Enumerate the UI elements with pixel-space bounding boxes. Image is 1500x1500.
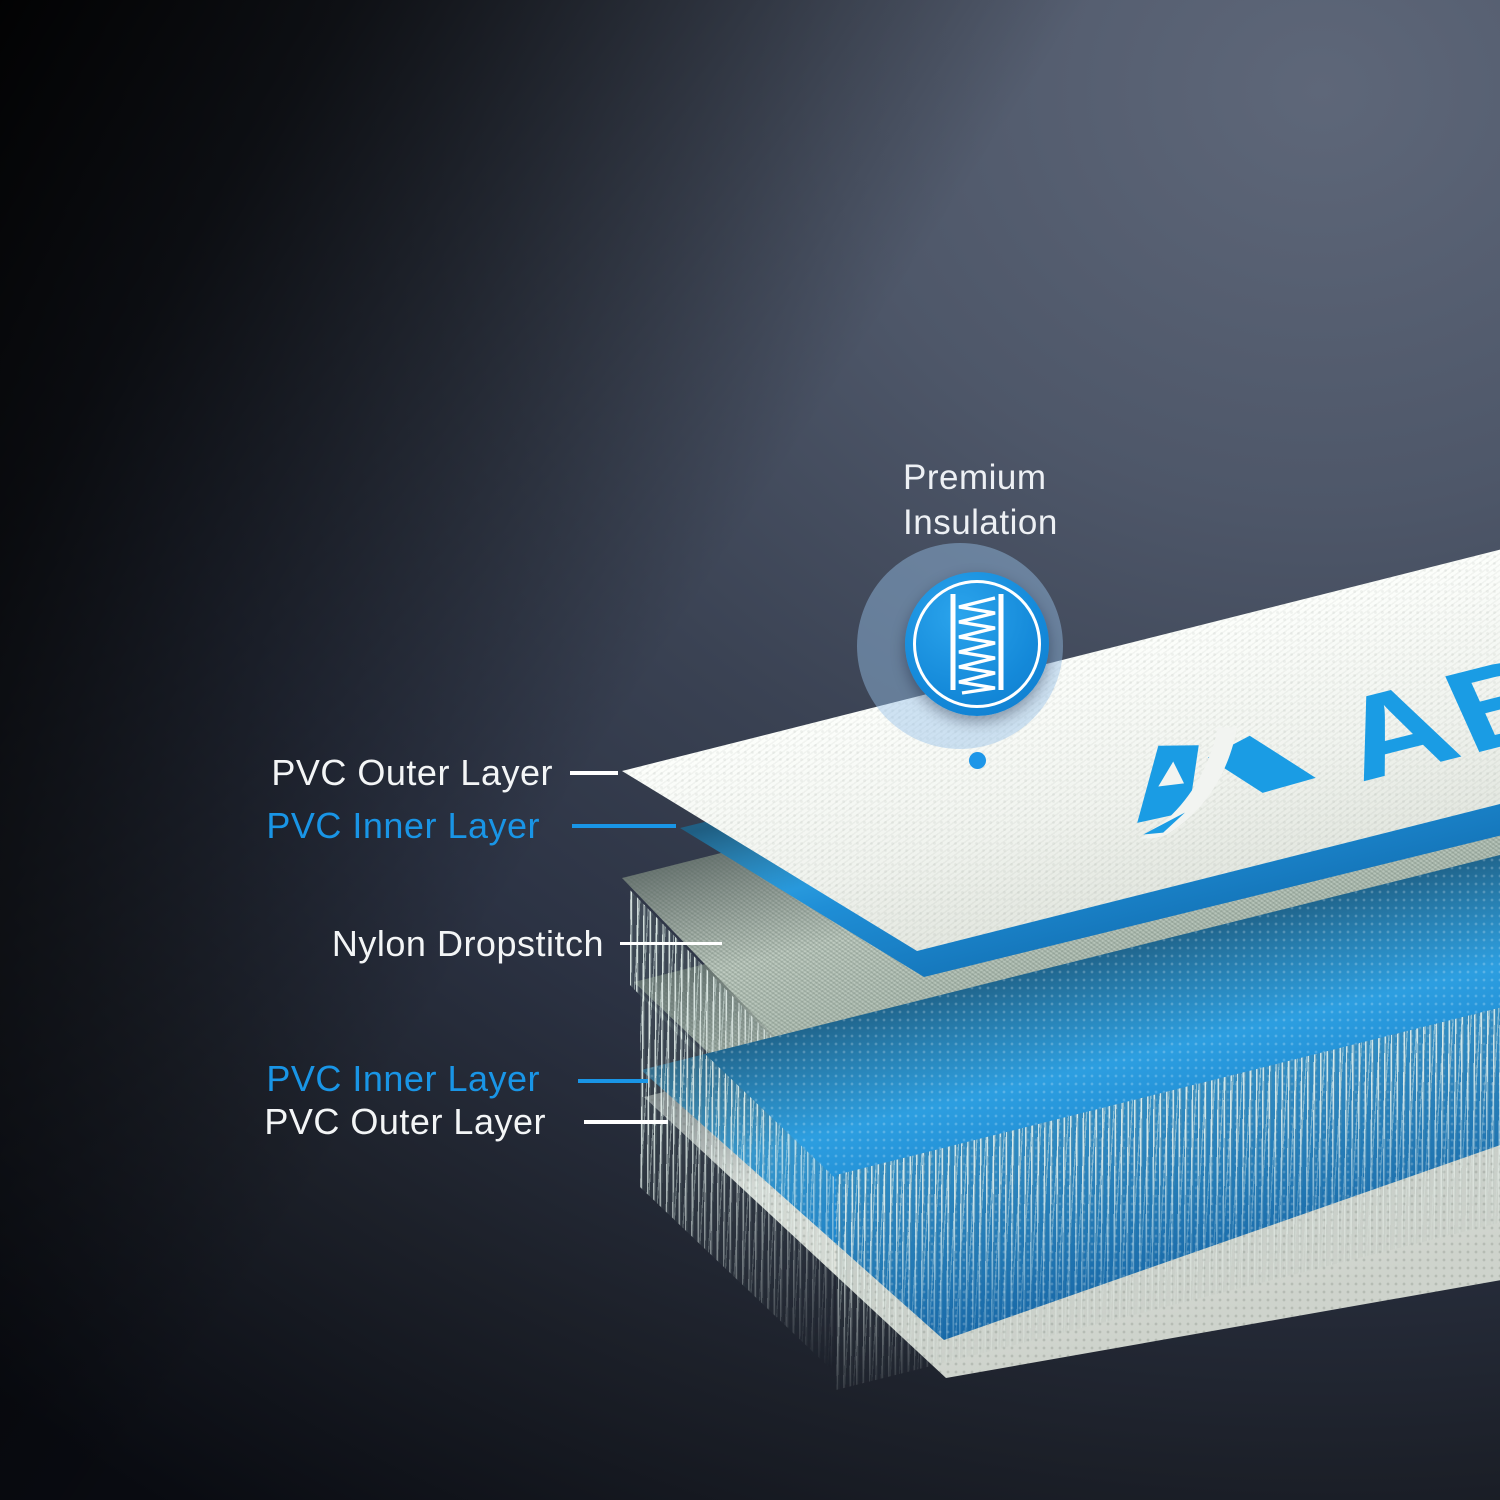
label-pvc-inner-layer-top: PVC Inner Layer — [266, 805, 540, 846]
premium-insulation-caption: Premium Insulation — [903, 455, 1058, 545]
label-nylon-dropstitch: Nylon Dropstitch — [331, 923, 604, 964]
leader-line-bottom-inner — [578, 1079, 648, 1083]
label-pvc-inner-layer-bottom: PVC Inner Layer — [266, 1058, 540, 1099]
insulation-badge — [905, 572, 1049, 716]
brand-logo-text: AB — [1296, 631, 1500, 803]
label-pvc-outer-layer-bottom: PVC Outer Layer — [264, 1101, 546, 1142]
label-pvc-outer-layer-top: PVC Outer Layer — [271, 752, 553, 793]
insulation-badge-ring — [913, 580, 1041, 708]
leader-line-core — [620, 942, 722, 945]
premium-caption-line1: Premium — [903, 458, 1047, 497]
leader-line-top-outer — [570, 771, 618, 775]
leader-line-bottom-outer — [584, 1120, 668, 1124]
brand-logo-mark-icon — [1137, 727, 1316, 839]
callout-anchor-dot — [969, 752, 986, 769]
brand-logo: AB — [1068, 631, 1500, 842]
leader-line-top-inner — [572, 824, 676, 828]
insulation-coil-icon — [950, 594, 1004, 695]
premium-caption-line2: Insulation — [903, 503, 1058, 542]
